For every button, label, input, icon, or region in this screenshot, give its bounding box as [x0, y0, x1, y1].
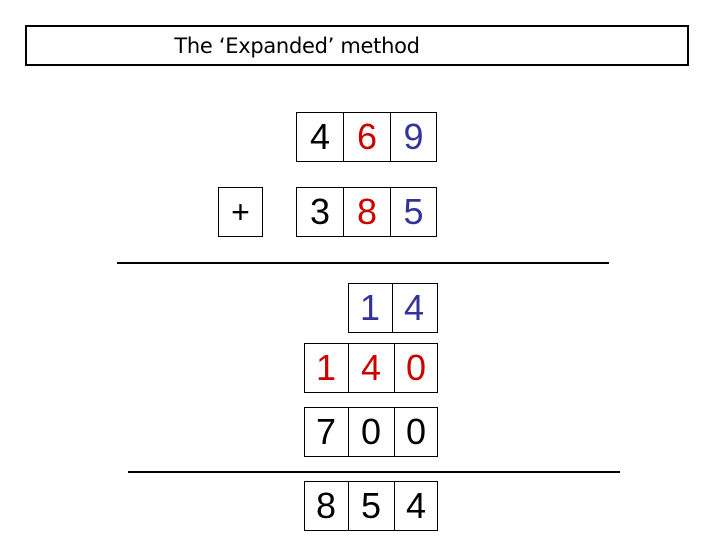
- addend-2-units-digit: 5: [390, 187, 437, 237]
- partial-tens-divider-1: [348, 343, 349, 393]
- partial-tens-units-digit: 0: [405, 347, 427, 388]
- partial-hundreds-box: [304, 407, 438, 457]
- partial-units-tens-digit: 1: [359, 287, 381, 328]
- answer-units-digit: 4: [405, 485, 427, 526]
- title-box: The ‘Expanded’ method: [25, 25, 689, 66]
- answer-tens-digit: 5: [360, 485, 382, 526]
- partial-tens-tens-digit: 4: [360, 347, 382, 388]
- plus-operator: +: [218, 187, 263, 237]
- partial-units-row: 1 4: [348, 283, 436, 333]
- answer-divider-1: [348, 481, 349, 531]
- partial-tens-row: 1 4 0: [304, 343, 438, 393]
- answer-row: 8 5 4: [304, 481, 438, 531]
- partial-units-units-digit: 4: [403, 287, 425, 328]
- partial-units-box: [348, 283, 438, 333]
- answer-divider-2: [394, 481, 395, 531]
- addend-1-units-digit: 9: [390, 112, 437, 162]
- addend-2-row: 3 8 5: [296, 187, 437, 237]
- addend-1-tens-digit: 6: [343, 112, 391, 162]
- partial-hundreds-units-digit: 0: [405, 411, 427, 452]
- partial-hundreds-divider-2: [394, 407, 395, 457]
- partial-hundreds-divider-1: [348, 407, 349, 457]
- partial-hundreds-hundreds-digit: 7: [315, 411, 337, 452]
- sum-divider-line: [117, 262, 609, 264]
- partial-tens-box: [304, 343, 438, 393]
- addend-2-tens-digit: 8: [343, 187, 391, 237]
- answer-divider-line: [128, 471, 620, 473]
- answer-box: [304, 481, 438, 531]
- partial-tens-hundreds-digit: 1: [315, 347, 337, 388]
- partial-units-divider: [392, 283, 393, 333]
- partial-hundreds-row: 7 0 0: [304, 407, 438, 457]
- answer-hundreds-digit: 8: [315, 485, 337, 526]
- partial-tens-divider-2: [394, 343, 395, 393]
- partial-hundreds-tens-digit: 0: [360, 411, 382, 452]
- page-title: The ‘Expanded’ method: [174, 33, 420, 58]
- addend-1-row: 4 6 9: [296, 112, 437, 162]
- addend-1-hundreds-digit: 4: [296, 112, 344, 162]
- addend-2-hundreds-digit: 3: [296, 187, 344, 237]
